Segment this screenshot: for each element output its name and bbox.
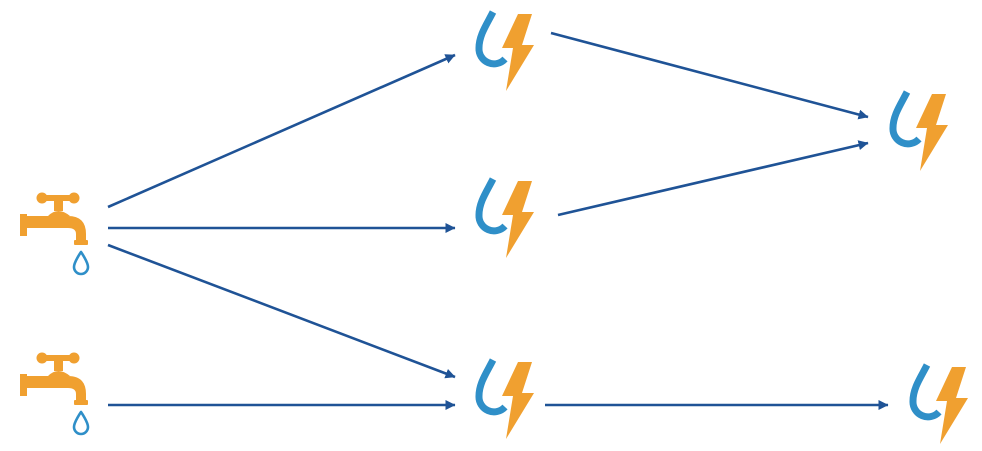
faucet-icon	[20, 192, 90, 276]
arrow-source-1-to-hydro-top	[107, 53, 456, 209]
arrow-hydro-middle-to-hydro-right-top	[557, 140, 869, 217]
arrow-hydro-top-to-hydro-right-top	[550, 31, 869, 120]
nodes	[20, 10, 968, 444]
arrow-source-1-to-hydro-bottom	[107, 243, 456, 379]
water-drop-lightning-icon	[889, 90, 948, 171]
edges	[107, 31, 889, 410]
water-drop-lightning-icon	[475, 10, 534, 91]
faucet-icon	[20, 352, 90, 436]
water-drop-lightning-icon	[475, 358, 534, 439]
water-drop-lightning-icon	[909, 363, 968, 444]
water-drop-lightning-icon	[475, 177, 534, 258]
